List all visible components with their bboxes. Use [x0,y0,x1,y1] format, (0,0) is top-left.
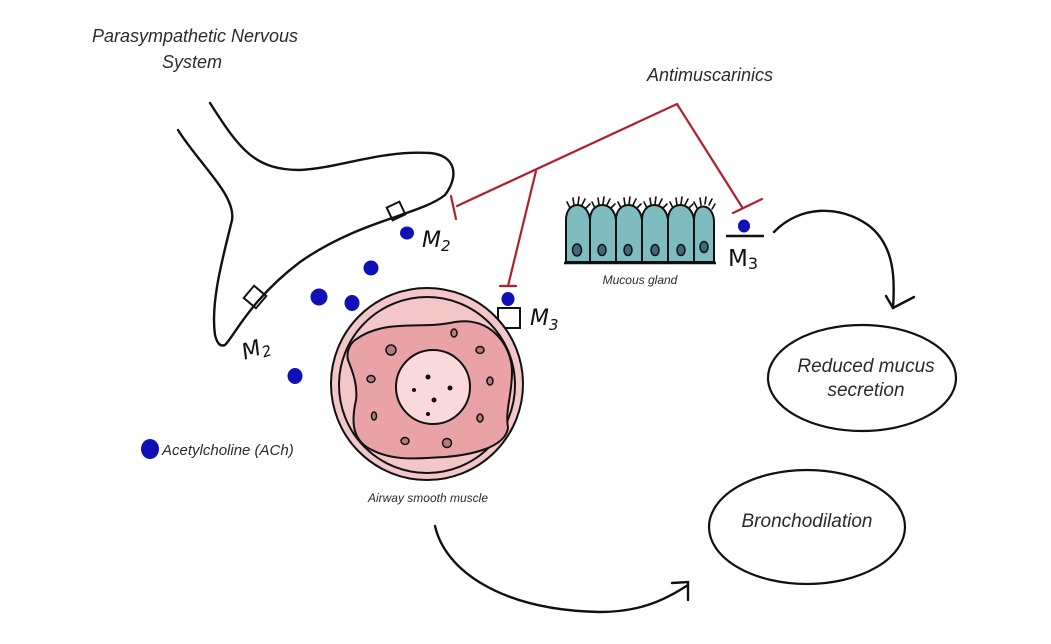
ach-molecule [400,226,414,240]
ach-molecule [287,368,303,384]
m2-label-upper: M2 [422,228,451,255]
inhibit-bar-m2 [449,194,458,221]
arrow-to-bronchodilation [433,524,690,614]
m3-label-gland: M3 [728,246,758,273]
arrowhead-bronchodilation [670,580,690,602]
muscle-nucleus [450,328,458,338]
m3-gland-sub: 3 [748,254,758,273]
ach-molecules [287,219,750,384]
muscle-nucleus [486,376,494,386]
mucous-gland [564,196,716,265]
gland-nucleus [623,243,633,257]
mucous-gland-label: Mucous gland [603,273,678,287]
title-line-2: System [162,52,222,72]
outcome-arrows [433,209,916,614]
m3-muscle-sub: 3 [549,316,559,334]
gland-nuclei [571,240,709,257]
lumen-dot [412,388,416,392]
ach-legend-icon [141,439,159,459]
gland-nucleus [650,243,660,257]
cilia-tuft [643,196,668,209]
reduced-mucus-line-2: secretion [827,380,904,401]
m2-label-lower: M2 [239,333,274,367]
m3-label-muscle: M3 [530,306,559,334]
cilia-tuft [617,196,642,209]
gland-cell [693,205,715,263]
muscle-nucleus [385,344,397,356]
gland-cells [564,204,716,265]
muscle-nucleus [476,413,484,423]
lumen-dot [426,412,430,416]
ach-molecule [344,295,360,311]
gland-cilia [566,196,716,210]
inhibit-bar-m3-gland [731,197,764,215]
ach-on-m3-muscle [501,292,515,306]
gland-nucleus [571,243,583,257]
muscle-cell-nuclei [366,328,494,449]
antimuscarinics-label: Antimuscarinics [646,65,773,85]
ach-molecule [310,288,328,306]
cilia-tuft [591,196,616,209]
cilia-tuft [693,196,716,210]
lumen-dot [431,397,437,403]
cilia-tuft [566,196,591,209]
muscle-nucleus [370,411,378,421]
ach-molecule [363,260,379,276]
muscle-nucleus [400,436,410,446]
m2-receptor-lower [242,284,268,310]
muscle-nucleus [441,437,453,449]
gland-nucleus [676,243,686,257]
lumen-dot [425,374,431,380]
airway-lumen [395,349,471,425]
ach-legend-label: Acetylcholine (ACh) [161,442,294,459]
lumen-dot [447,385,453,391]
lumen-dots [412,374,453,416]
muscle-nucleus [475,345,485,355]
inhibit-path-m3-muscle [506,169,538,288]
cilia-tuft [669,196,694,209]
airway-smooth-muscle-label: Airway smooth muscle [367,491,488,505]
inhibit-path-main [455,102,744,209]
m2-upper-sub: 2 [441,237,451,255]
m3-gland-M: M [728,246,748,272]
reduced-mucus-line-1: Reduced mucus [797,356,935,377]
title-line-1: Parasympathetic Nervous [92,26,298,46]
reduced-mucus-ellipse [766,323,958,433]
m3-muscle-M: M [530,306,549,331]
nerve-terminal [176,101,455,347]
ach-on-m3-gland [738,219,750,233]
bronchodilation-label: Bronchodilation [742,511,873,532]
inhibition-lines [449,102,764,288]
m2-upper-M: M [422,228,441,253]
muscle-nucleus [366,374,376,384]
arrow-to-mucus [772,209,895,310]
bronchodilation-ellipse [707,468,907,586]
m2-receptor-upper [385,200,407,222]
gland-nucleus [597,243,607,257]
arrowhead-mucus [884,294,916,310]
airway-smooth-muscle [330,287,524,481]
gland-nucleus [699,240,709,254]
